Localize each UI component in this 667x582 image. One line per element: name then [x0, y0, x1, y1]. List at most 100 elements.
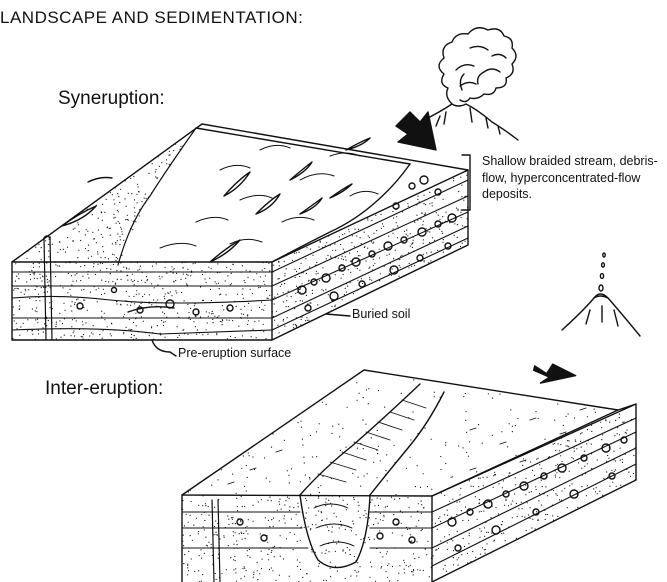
stipple-dot [328, 551, 329, 552]
stipple-dot [15, 281, 16, 282]
stipple-dot [192, 540, 193, 541]
stipple-dot [226, 319, 227, 320]
stipple-dot [466, 432, 467, 433]
stipple-dot [137, 286, 138, 287]
stipple-dot [445, 221, 446, 222]
stipple-dot [284, 273, 285, 274]
stipple-dot [339, 236, 340, 237]
stipple-dot [284, 283, 285, 284]
stipple-dot [465, 196, 466, 197]
stipple-dot [373, 233, 374, 234]
stipple-dot [214, 316, 215, 317]
stipple-dot [159, 278, 160, 279]
stipple-dot [571, 483, 572, 484]
stipple-dot [342, 299, 343, 300]
stipple-dot [434, 240, 435, 241]
stipple-dot [274, 556, 275, 557]
stipple-dot [183, 545, 184, 546]
stipple-dot [203, 495, 204, 496]
stipple-dot [243, 314, 244, 315]
stipple-dot [619, 417, 620, 418]
stipple-dot [44, 292, 45, 293]
stipple-dot [368, 388, 369, 389]
stipple-dot [279, 278, 280, 279]
stipple-dot [11, 297, 12, 298]
stipple-dot [166, 317, 167, 318]
stipple-dot [554, 420, 555, 421]
stipple-dot [469, 535, 470, 536]
stipple-dot [298, 252, 299, 253]
stipple-dot [94, 238, 95, 239]
stipple-dot [285, 500, 286, 501]
stipple-dot [35, 296, 36, 297]
stipple-dot [39, 266, 40, 267]
stipple-dot [318, 496, 319, 497]
stipple-dot [243, 533, 244, 534]
stipple-dot [401, 523, 402, 524]
stipple-dot [60, 249, 61, 250]
stipple-dot [444, 495, 445, 496]
stipple-dot [586, 443, 587, 444]
stipple-dot [244, 486, 245, 487]
stipple-dot [199, 555, 200, 556]
stipple-dot [216, 333, 217, 334]
stipple-dot [295, 293, 296, 294]
stipple-dot [446, 571, 447, 572]
stipple-dot [462, 520, 463, 521]
stipple-dot [407, 235, 408, 236]
stipple-dot [93, 325, 94, 326]
stipple-dot [170, 291, 171, 292]
stipple-dot [140, 266, 141, 267]
stipple-dot [431, 557, 432, 558]
stipple-dot [104, 319, 105, 320]
stipple-dot [354, 246, 355, 247]
stipple-dot [69, 289, 70, 290]
stipple-dot [379, 530, 380, 531]
stipple-dot [394, 462, 395, 463]
stipple-dot [328, 236, 329, 237]
stipple-dot [370, 502, 371, 503]
stipple-dot [273, 547, 274, 548]
stipple-dot [286, 300, 287, 301]
stipple-dot [545, 486, 546, 487]
stipple-dot [512, 426, 513, 427]
stipple-dot [413, 569, 414, 570]
stipple-dot [325, 502, 326, 503]
stipple-dot [600, 422, 601, 423]
stipple-dot [333, 540, 334, 541]
stipple-dot [44, 251, 45, 252]
stipple-dot [244, 576, 245, 577]
stipple-dot [470, 561, 471, 562]
stipple-dot [404, 562, 405, 563]
stipple-dot [609, 422, 610, 423]
stipple-dot [434, 392, 435, 393]
stipple-dot [246, 465, 247, 466]
stipple-dot [628, 472, 629, 473]
stipple-dot [47, 291, 48, 292]
stipple-dot [449, 501, 450, 502]
stipple-dot [228, 519, 229, 520]
stipple-dot [187, 275, 188, 276]
stipple-dot [499, 393, 500, 394]
stipple-dot [433, 555, 434, 556]
stipple-dot [605, 419, 606, 420]
stipple-dot [516, 503, 517, 504]
stipple-dot [352, 235, 353, 236]
stipple-dot [396, 203, 397, 204]
stipple-dot [515, 477, 516, 478]
stipple-dot [120, 189, 121, 190]
stipple-dot [320, 241, 321, 242]
stipple-dot [440, 469, 441, 470]
stipple-dot [367, 219, 368, 220]
stipple-dot [356, 382, 357, 383]
stipple-dot [108, 281, 109, 282]
stipple-dot [207, 334, 208, 335]
stipple-dot [13, 314, 14, 315]
stipple-dot [423, 203, 424, 204]
stipple-dot [181, 292, 182, 293]
stipple-dot [462, 225, 463, 226]
stipple-dot [293, 324, 294, 325]
stipple-dot [394, 519, 395, 520]
stipple-dot [183, 563, 184, 564]
stipple-dot [458, 191, 459, 192]
